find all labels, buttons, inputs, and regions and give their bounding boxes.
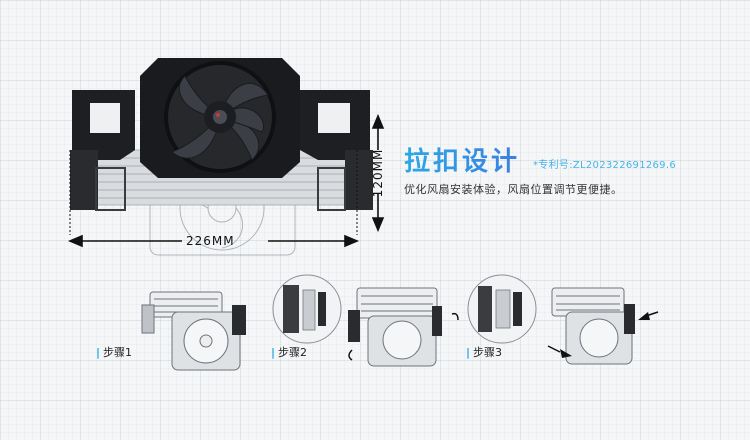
- step2-zoom-detail: [272, 274, 342, 344]
- step-marker: |: [271, 346, 276, 359]
- step-text: 步骤2: [278, 346, 308, 359]
- step-text: 步骤3: [473, 346, 503, 359]
- step1-illustration: [141, 291, 246, 371]
- width-dimension-line: [67, 150, 360, 248]
- step3-zoom-detail: [467, 274, 537, 344]
- step-label-3: |步骤3: [466, 344, 502, 360]
- front-fan: [140, 58, 300, 178]
- left-clip-bracket: [70, 90, 135, 211]
- step-label-2: |步骤2: [271, 344, 307, 360]
- step-text: 步骤1: [103, 346, 133, 359]
- width-dimension-label: 226MM: [186, 234, 235, 248]
- step-marker: |: [466, 346, 471, 359]
- step-marker: |: [96, 346, 101, 359]
- feature-description: 优化风扇安装体验，风扇位置调节更便捷。: [404, 183, 623, 196]
- step-label-1: |步骤1: [96, 344, 132, 360]
- step2-illustration: [348, 287, 459, 367]
- height-dimension-label: 120MM: [371, 148, 385, 198]
- step3-illustration: [547, 287, 659, 365]
- feature-title: 拉扣设计: [404, 141, 520, 178]
- height-dimension-line: [371, 113, 385, 233]
- patent-number: *专利号:ZL202322691269.6: [533, 160, 676, 171]
- right-clip-bracket: [300, 90, 373, 211]
